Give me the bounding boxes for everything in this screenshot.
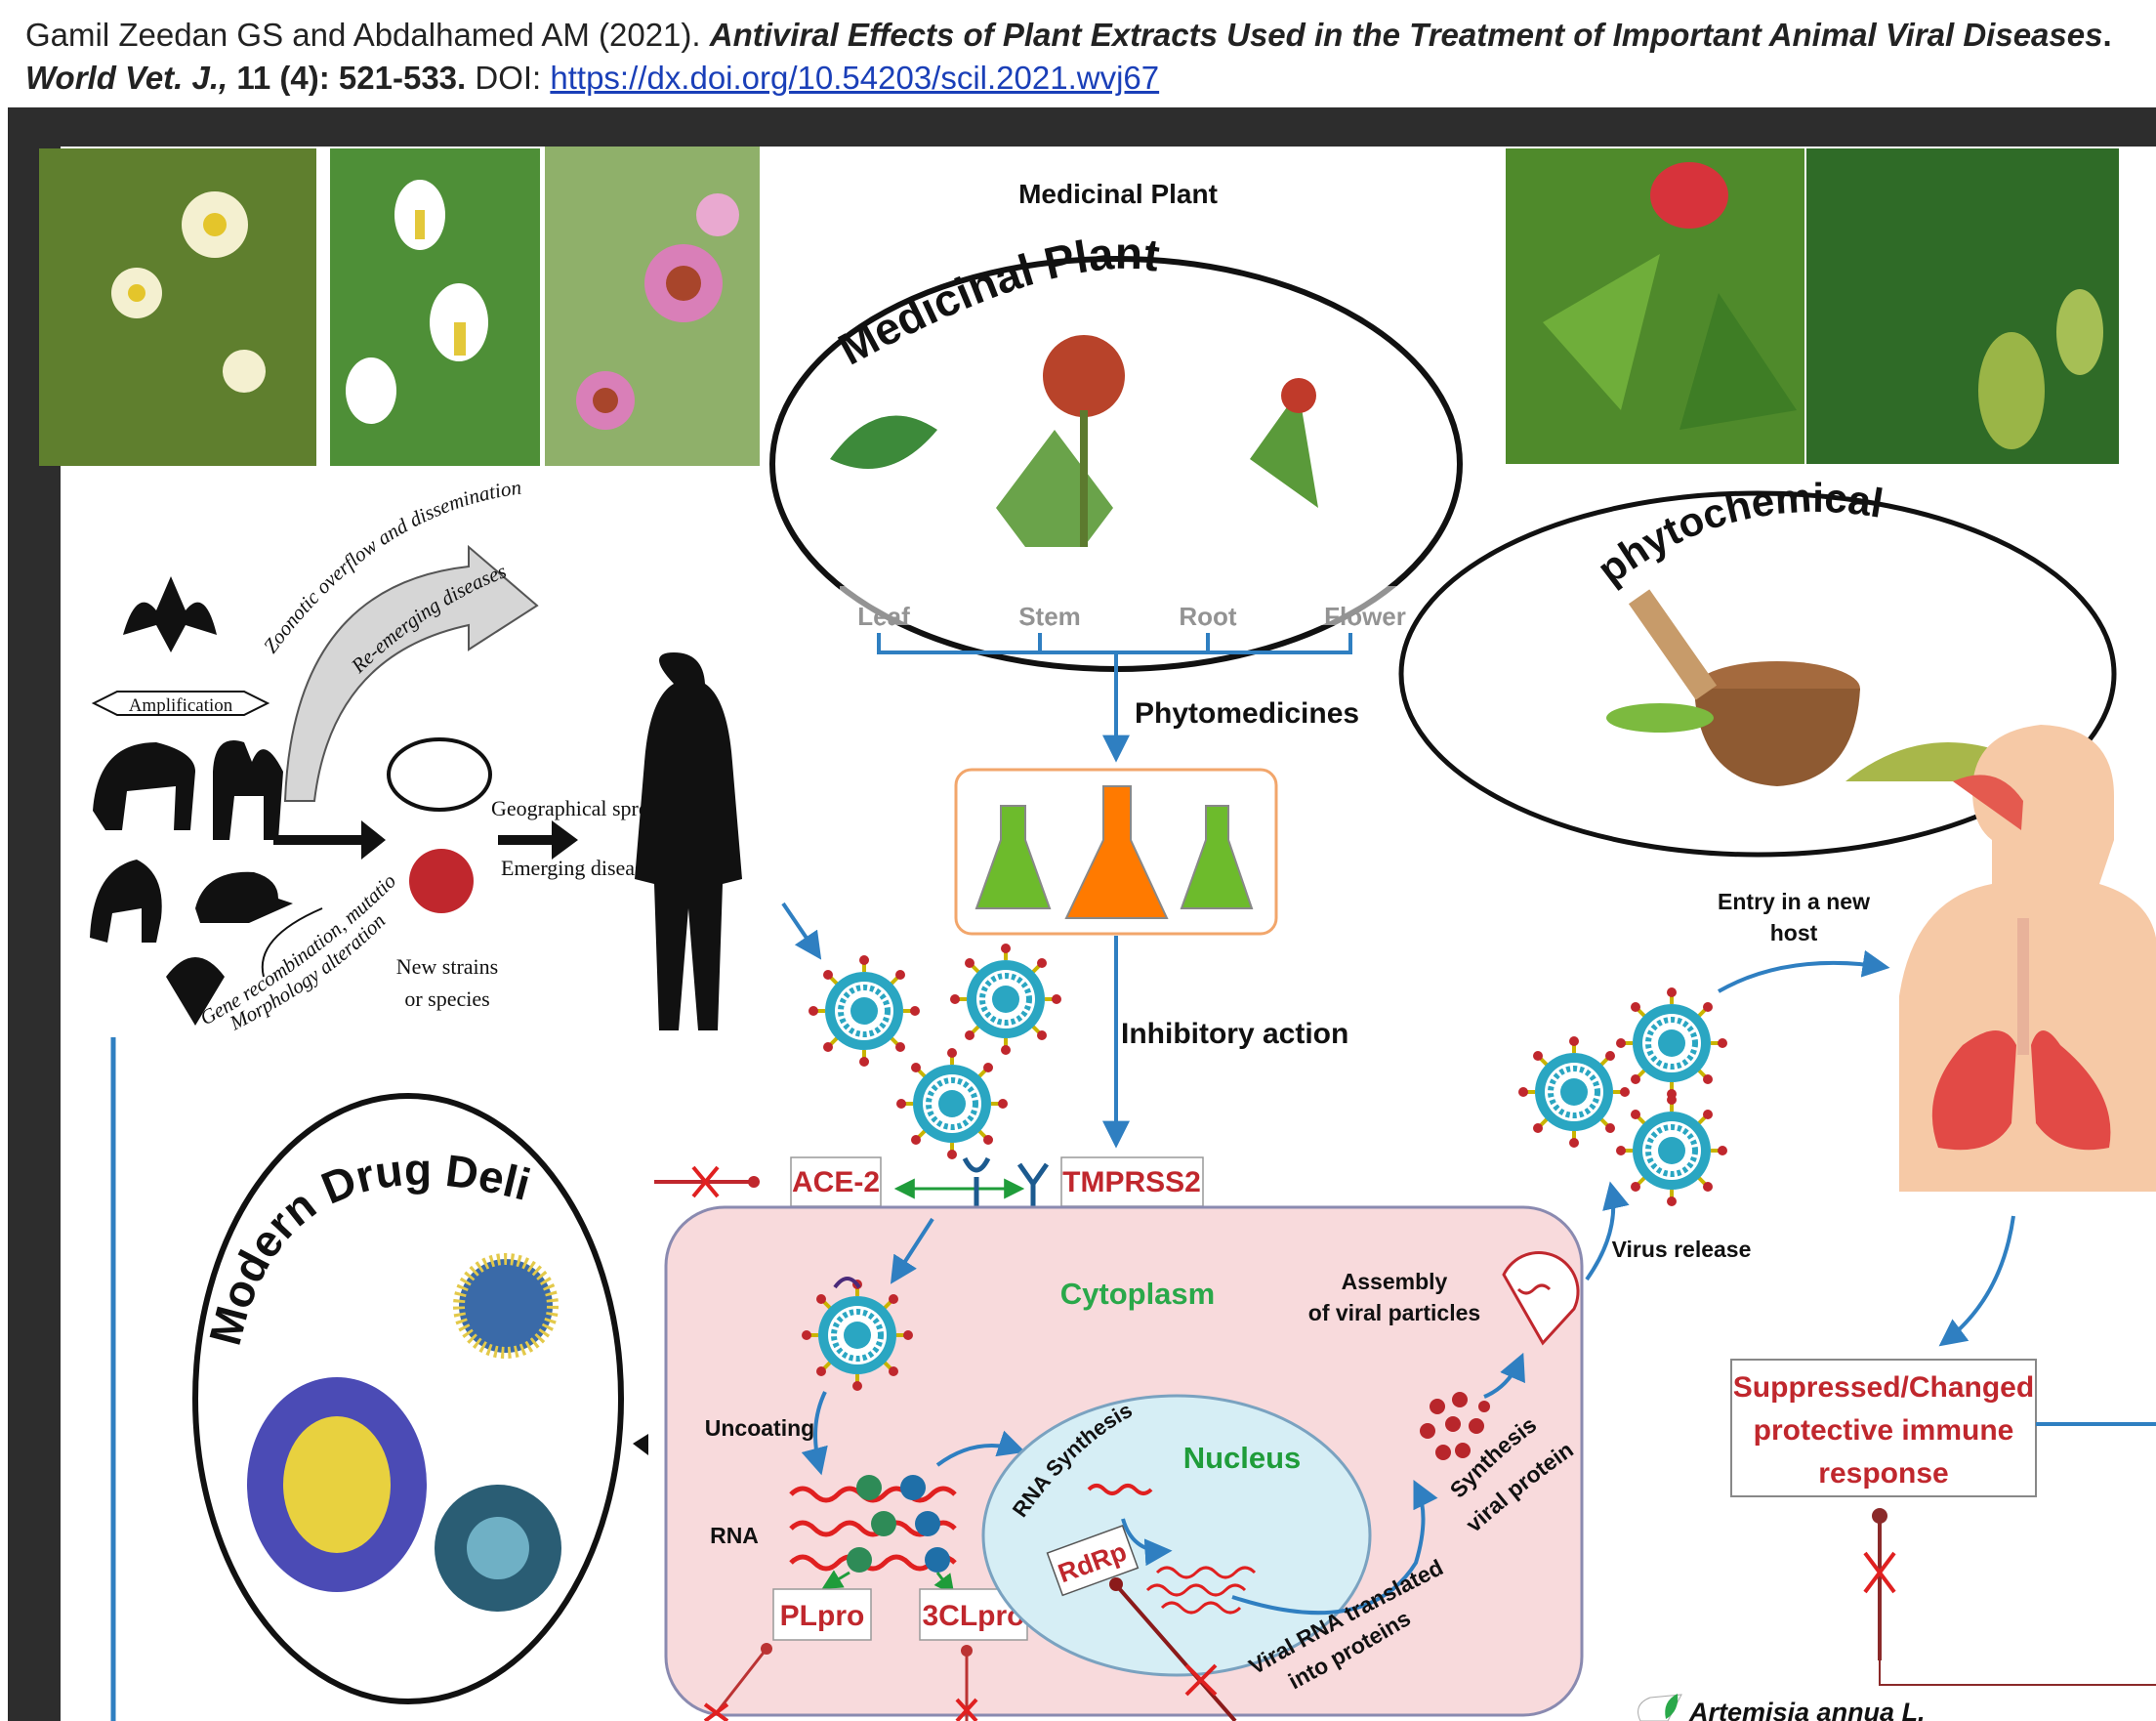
nanoparticles-illustration: [247, 1253, 561, 1612]
citation-title: Antiviral Effects of Plant Extracts Used…: [709, 17, 2103, 53]
citation-header: Gamil Zeedan GS and Abdalhamed AM (2021)…: [0, 0, 2156, 107]
assembly-label-2: of viral particles: [1308, 1300, 1480, 1325]
released-virus: [1616, 1095, 1727, 1206]
ribosomes: [847, 1475, 950, 1573]
photo-strip-right: [1506, 148, 2119, 464]
virus-entering: [802, 1280, 913, 1391]
eagle-icon: [166, 957, 225, 1026]
rat-icon: [195, 871, 293, 923]
receptor-row: ACE-2 TMPRSS2: [654, 1156, 1204, 1207]
citation-title-end: .: [2102, 17, 2112, 53]
uncoating-label: Uncoating: [705, 1415, 814, 1441]
immune-label-3: response: [1818, 1457, 1948, 1490]
inhibitory-label: Inhibitory action: [1121, 1018, 1348, 1050]
artemisia-label: Artemisia annua L.: [1688, 1698, 1926, 1721]
respiratory-illustration: [1899, 725, 2156, 1192]
replicated-rna: [1145, 1566, 1257, 1615]
virus-particle: [808, 955, 920, 1067]
doi-link[interactable]: https://dx.doi.org/10.54203/scil.2021.wv…: [550, 60, 1160, 96]
parts-bracket: [877, 633, 1352, 763]
plpro-label: PLpro: [780, 1600, 865, 1632]
new-strains-label-2: or species: [404, 986, 489, 1011]
virus-particle: [896, 1048, 1008, 1159]
tmprss2-label: TMPRSS2: [1062, 1166, 1201, 1198]
bat-icon: [123, 576, 217, 652]
photo-strip-left: [39, 147, 760, 466]
buffalo-icon: [93, 742, 195, 830]
viral-proteins-dots: [1420, 1392, 1490, 1460]
medicinal-plant-heading: Medicinal Plant: [1018, 179, 1218, 209]
geo-spread-label: Geographical spread: [491, 796, 668, 820]
assembled-particle: [1502, 1251, 1580, 1346]
nucleus-label: Nucleus: [1183, 1441, 1302, 1475]
virus-particle: [950, 944, 1061, 1055]
virus-release-label: Virus release: [1612, 1237, 1752, 1262]
rna-label: RNA: [710, 1523, 759, 1548]
morphology-label: Morphology alteration: [226, 909, 391, 1035]
mortar-illustration: [1606, 589, 2060, 786]
ace2-label: ACE-2: [792, 1166, 880, 1198]
immune-label-1: Suppressed/Changed: [1733, 1371, 2034, 1404]
virus-strain-icon: [409, 849, 474, 913]
plant-illustration: [830, 335, 1318, 547]
emerging-label: Emerging diseases: [501, 856, 661, 880]
amplification-label: Amplification: [129, 695, 233, 716]
immune-response-box: [1730, 1359, 2037, 1497]
citation-journal: World Vet. J.,: [25, 60, 228, 96]
cytoplasm-label: Cytoplasm: [1060, 1277, 1215, 1311]
human-silhouette: [635, 652, 742, 1030]
entry-label-2: host: [1770, 920, 1818, 945]
spread-arrow-2: [498, 820, 578, 860]
camel-icon: [213, 740, 283, 840]
phytomedicines-label: Phytomedicines: [1135, 697, 1359, 730]
released-virus: [1518, 1036, 1630, 1148]
released-virus: [1616, 987, 1727, 1099]
entry-label-1: Entry in a new: [1718, 889, 1870, 914]
monkey-icon: [90, 860, 162, 943]
assembly-label-1: Assembly: [1342, 1269, 1448, 1294]
immune-label-2: protective immune: [1754, 1414, 2014, 1447]
leaf-icon: [1665, 1694, 1679, 1719]
new-strains-label-1: New strains: [396, 954, 498, 979]
citation-volume: 11 (4): 521-533.: [228, 60, 467, 96]
bacterium-icon: [387, 737, 492, 812]
spread-arrow-1: [273, 820, 386, 860]
overflow-arrow: [283, 544, 539, 802]
citation-doi-label: DOI:: [466, 60, 551, 96]
nucleus: [981, 1394, 1372, 1677]
flasks-illustration: [974, 785, 1254, 919]
citation-authors: Gamil Zeedan GS and Abdalhamed AM (2021)…: [25, 17, 710, 53]
